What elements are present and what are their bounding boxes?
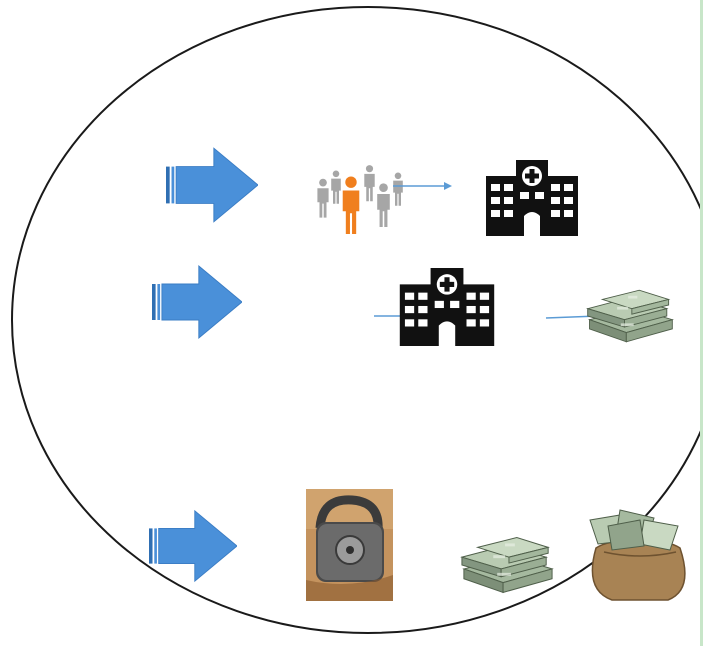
block-right-arrow-icon <box>152 265 242 339</box>
hospital-icon <box>486 160 578 236</box>
block-right-arrow-icon <box>149 510 237 582</box>
connector-arrow <box>393 182 452 190</box>
people-group-icon <box>317 165 403 234</box>
cash-stack-icon <box>461 537 553 593</box>
block-right-arrow-icon <box>166 147 258 223</box>
outline-ellipse <box>11 6 703 634</box>
padlock-photo-icon <box>306 489 393 601</box>
cash-stack-icon <box>587 289 673 343</box>
edge-strip <box>700 0 703 646</box>
hospital-icon <box>399 268 495 346</box>
money-bag-icon <box>589 509 686 601</box>
